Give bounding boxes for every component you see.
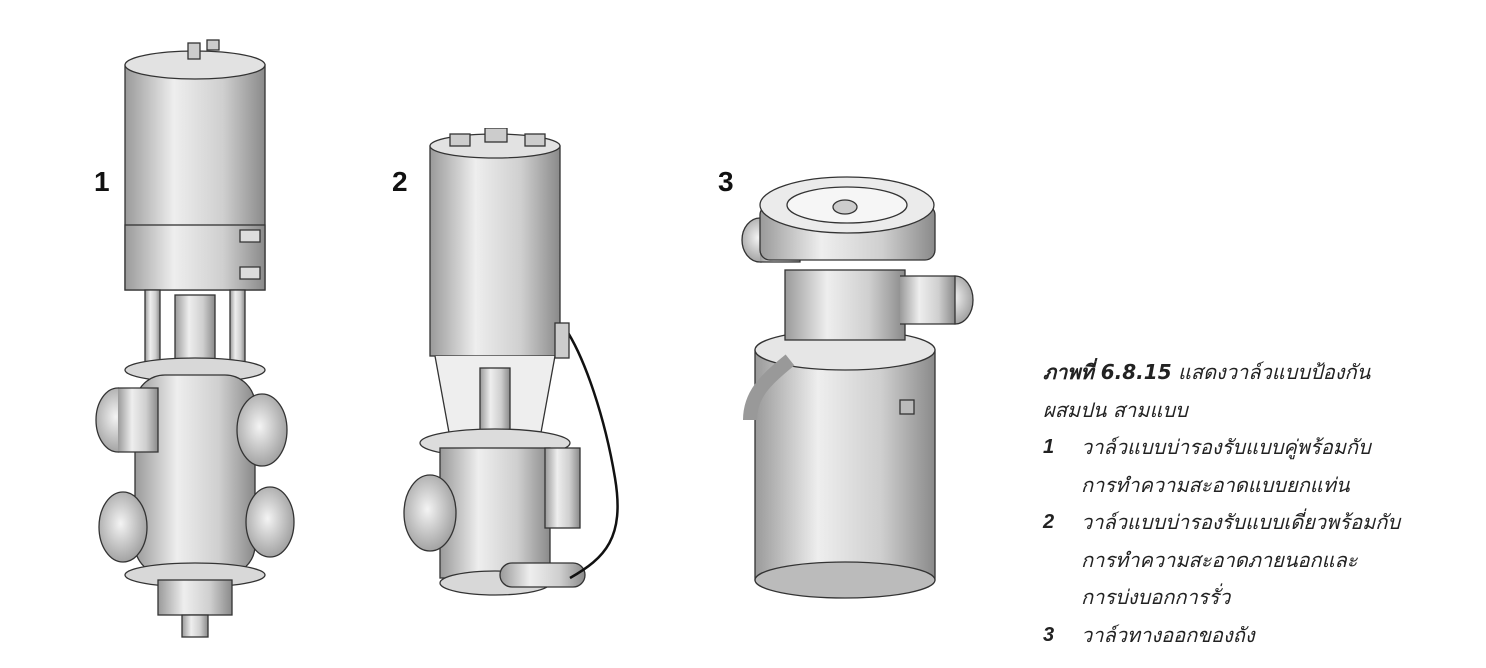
caption-title-line1: แสดงวาล์วแบบป้องกัน xyxy=(1177,360,1371,384)
caption-item-number: 3 xyxy=(1043,623,1055,646)
caption-item-line: วาล์วแบบบ่ารองรับแบบคู่พร้อมกับ xyxy=(1081,435,1371,459)
tank-outlet-valve-illustration xyxy=(741,176,974,599)
caption-item-line: วาล์วทางออกของถัง xyxy=(1081,622,1255,647)
caption-title: ภาพที่ 6.8.15 แสดงวาล์วแบบป้องกัน xyxy=(1043,354,1483,392)
caption-item-line: การทำความสะอาดแบบยกแท่น xyxy=(1081,472,1350,497)
valve-label-3: 3 xyxy=(718,166,734,197)
figure-number: ภาพที่ 6.8.15 xyxy=(1043,360,1172,384)
caption-item-2: 2 วาล์วแบบบ่ารองรับแบบเดี่ยวพร้อมกับ การ… xyxy=(1043,504,1483,617)
figure-caption: ภาพที่ 6.8.15 แสดงวาล์วแบบป้องกัน ผสมปน … xyxy=(1043,354,1483,654)
caption-title-line2: ผสมปน สามแบบ xyxy=(1043,397,1188,422)
caption-item-line: การทำความสะอาดภายนอกและ xyxy=(1081,547,1358,572)
valve-label-1: 1 xyxy=(94,166,110,197)
caption-item-1: 1 วาล์วแบบบ่ารองรับแบบคู่พร้อมกับ การทำค… xyxy=(1043,429,1483,504)
caption-item-number: 1 xyxy=(1043,436,1055,458)
single-seat-valve-illustration xyxy=(403,128,619,596)
double-seat-valve-illustration xyxy=(95,39,295,638)
valve-label-2: 2 xyxy=(392,166,408,197)
caption-item-line: การบ่งบอกการรั่ว xyxy=(1081,585,1231,609)
caption-item-number: 2 xyxy=(1043,511,1055,533)
caption-item-line: วาล์วแบบบ่ารองรับแบบเดี่ยวพร้อมกับ xyxy=(1081,510,1401,534)
caption-item-3: 3 วาล์วทางออกของถัง xyxy=(1043,617,1483,655)
